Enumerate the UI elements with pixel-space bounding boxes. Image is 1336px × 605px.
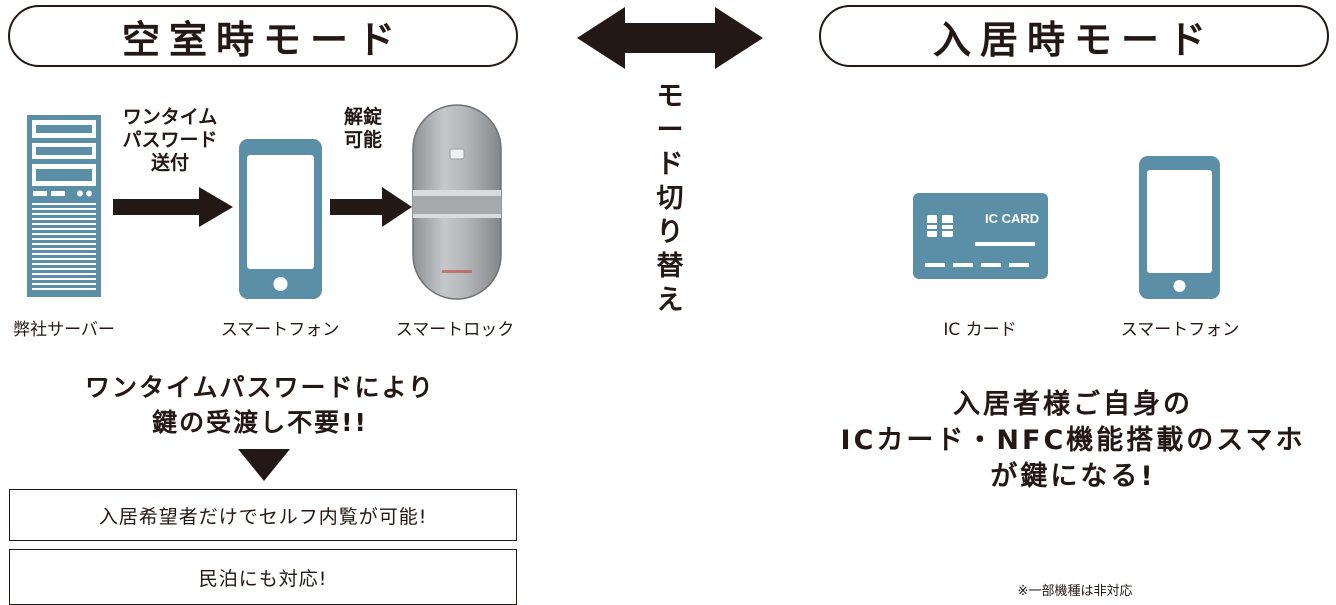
server-label: 弊社サーバー — [13, 320, 115, 340]
triangle-down-icon — [238, 449, 290, 481]
occupied-mode-title: 入居時モード — [819, 5, 1329, 67]
vacant-mode-title: 空室時モード — [8, 5, 518, 67]
ic-card-icon: IC CARD — [913, 193, 1048, 279]
arrow-right-icon — [113, 187, 233, 227]
ic-card-text: IC CARD — [985, 211, 1039, 226]
server-icon — [27, 115, 101, 297]
benefit-box: 民泊にも対応! — [9, 549, 517, 605]
vacant-summary: ワンタイムパスワードにより 鍵の受渡し不要!! — [84, 373, 435, 437]
smart-lock-icon — [412, 104, 502, 300]
smartphone-label: スマートフォン — [220, 320, 340, 340]
step2-label: 解錠 可能 — [343, 106, 382, 151]
smartphone-icon — [1139, 156, 1220, 299]
smart-lock-label: スマートロック — [395, 320, 515, 340]
mode-switch-label: モ ー ド 切 り 替 え — [656, 81, 684, 316]
occupied-summary: 入居者様ご自身の ICカード・NFC機能搭載のスマホ が鍵になる! — [840, 389, 1306, 492]
smartphone-label: スマートフォン — [1120, 320, 1240, 340]
double-arrow-icon — [577, 7, 763, 69]
ic-card-label: IC カード — [943, 320, 1017, 340]
arrow-right-icon — [330, 187, 412, 227]
smartphone-icon — [239, 139, 322, 299]
step1-label: ワンタイム パスワード 送付 — [122, 106, 218, 174]
benefit-box: 入居希望者だけでセルフ内覧が可能! — [9, 489, 517, 541]
compatibility-note: ※一部機種は非対応 — [1017, 584, 1133, 599]
